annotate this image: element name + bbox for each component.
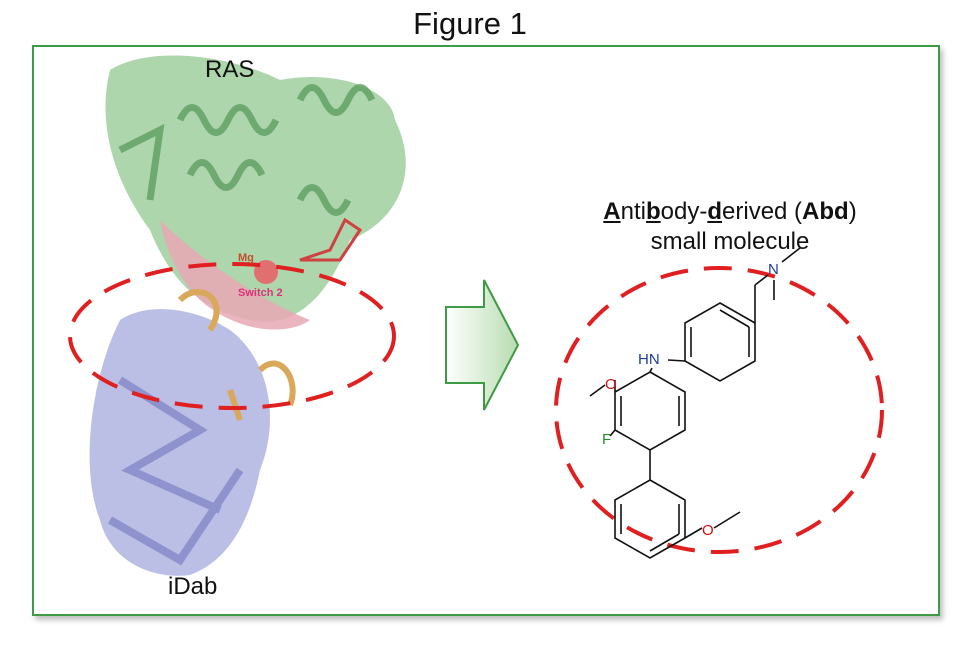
figure-title: Figure 1 [413, 6, 527, 41]
switch-2-label: Switch 2 [238, 287, 283, 299]
caption-a: A [603, 198, 621, 225]
caption-erived: erived ( [722, 198, 803, 225]
caption-line2: small molecule [650, 228, 810, 255]
small-molecule-structure [589, 247, 801, 559]
interface-dashed-ellipse [68, 262, 396, 410]
figure-frame [32, 45, 940, 616]
right-arrow-icon [445, 279, 520, 411]
ras-protein-structure [105, 55, 406, 330]
idab-structure [89, 288, 296, 576]
amine-label: HN [638, 351, 660, 368]
mg-label: Mg [238, 252, 254, 264]
caption-close: ) [848, 198, 857, 225]
fluorine-label: F [602, 431, 611, 448]
caption-d: d [707, 198, 723, 225]
caption-abbr: Abd [802, 198, 849, 225]
idab-label: iDab [168, 573, 218, 600]
molecule-dashed-ellipse [554, 266, 884, 554]
methoxy-oxygen-label-2: O [702, 522, 714, 539]
nitrogen-label: N [768, 261, 779, 278]
caption-b: b [645, 198, 661, 225]
methoxy-oxygen-label: O [605, 376, 617, 393]
ras-label: RAS [205, 56, 255, 83]
molecule-caption: Antibody-derived (Abd) small molecule [560, 197, 900, 257]
caption-nti: nti [620, 198, 646, 225]
caption-ody: ody- [660, 198, 708, 225]
